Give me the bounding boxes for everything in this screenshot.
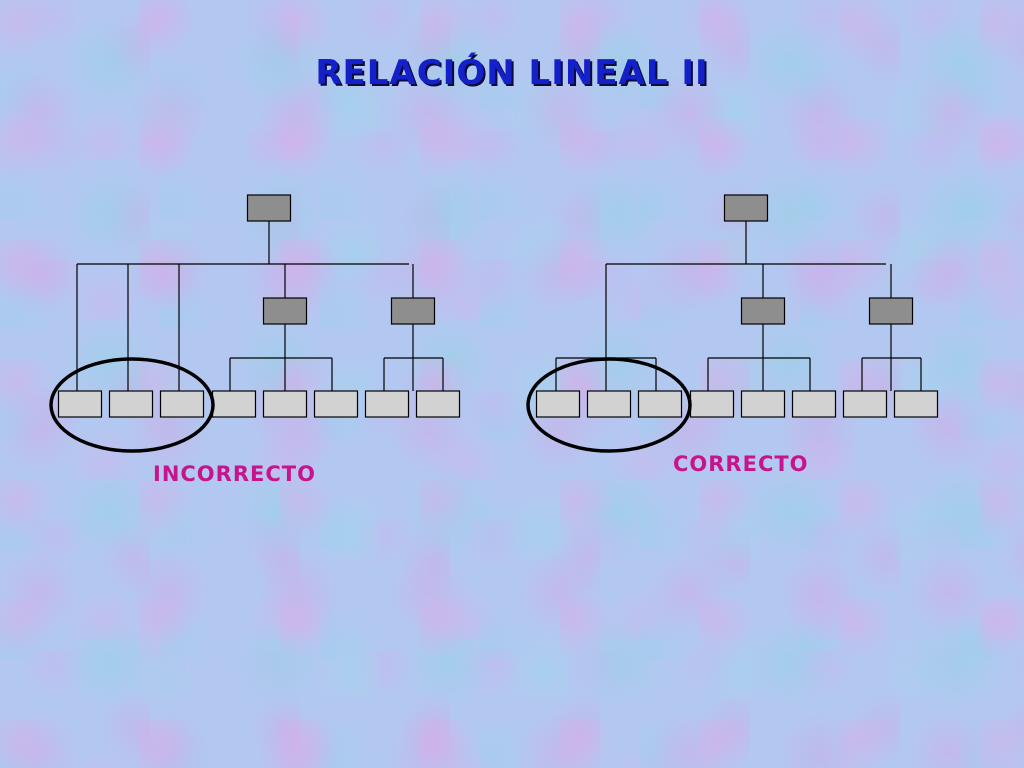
correct-leaf-box-4 — [689, 390, 735, 418]
incorrect-mid-box-1 — [262, 297, 308, 325]
correct-mid-box-2 — [868, 297, 914, 325]
correct-mid-box-1 — [740, 297, 786, 325]
correct-leaf-box-8 — [893, 390, 939, 418]
incorrect-leaf-box-3 — [159, 390, 205, 418]
incorrect-root-box — [246, 194, 292, 222]
page-title: RELACIÓN LINEAL II — [315, 53, 709, 93]
correct-root-box — [723, 194, 769, 222]
correct-leaf-box-7 — [842, 390, 888, 418]
correct-leaf-box-5 — [740, 390, 786, 418]
correct-leaf-box-3 — [637, 390, 683, 418]
incorrect-highlight-ellipse — [49, 357, 215, 453]
incorrect-leaf-box-1 — [57, 390, 103, 418]
incorrect-leaf-box-4 — [211, 390, 257, 418]
correct-leaf-box-6 — [791, 390, 837, 418]
incorrect-leaf-box-8 — [415, 390, 461, 418]
incorrect-leaf-box-6 — [313, 390, 359, 418]
incorrect-leaf-box-5 — [262, 390, 308, 418]
correct-leaf-box-2 — [586, 390, 632, 418]
correct-label: CORRECTO — [673, 452, 809, 476]
incorrect-leaf-box-7 — [364, 390, 410, 418]
correct-leaf-box-1 — [535, 390, 581, 418]
incorrect-mid-box-2 — [390, 297, 436, 325]
incorrect-label: INCORRECTO — [153, 462, 316, 486]
incorrect-leaf-box-2 — [108, 390, 154, 418]
correct-highlight-ellipse — [526, 357, 692, 453]
